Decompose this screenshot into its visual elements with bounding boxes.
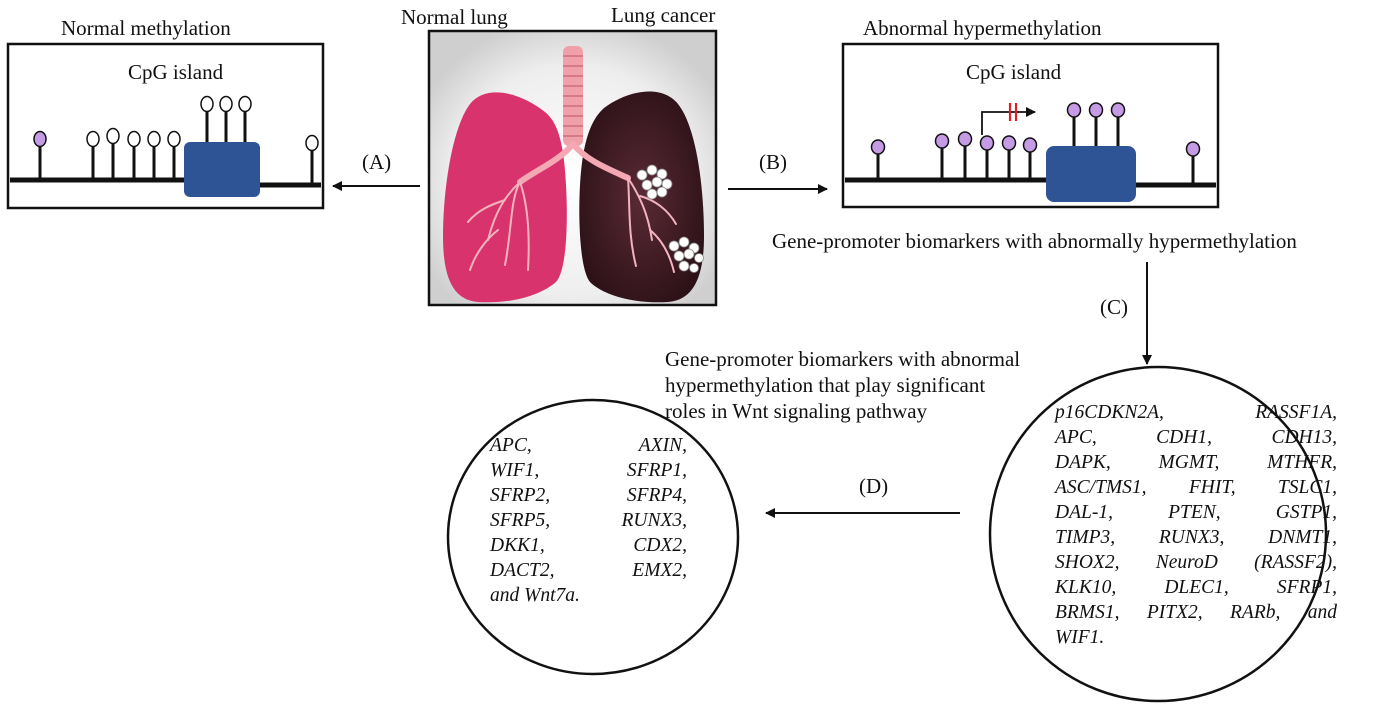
normal-gene-box — [184, 142, 260, 197]
gene-list-row: BRMS1, PITX2, RARb, and — [1055, 602, 1337, 623]
gene-list-row: SHOX2, NeuroD (RASSF2), — [1055, 552, 1337, 573]
wnt-caption-line: Gene-promoter biomarkers with abnormal — [665, 347, 1021, 371]
abnormal-gene-box — [1046, 146, 1136, 202]
unmethylated-site — [86, 130, 100, 148]
normal-cpg-sites — [38, 112, 314, 185]
abnormal-cpg-sites — [876, 117, 1195, 185]
methylated-site — [1001, 135, 1017, 151]
gene-list-row: WIF1, SFRP1, — [490, 460, 687, 481]
methylated-site — [1185, 141, 1201, 157]
gene-list-row: SFRP2, SFRP4, — [490, 485, 687, 506]
unmethylated-site — [167, 130, 181, 148]
gene-list-row: ASC/TMS1, FHIT, TSLC1, — [1055, 477, 1337, 498]
abnormal-panel-frame — [841, 42, 1220, 209]
gene-list-row: KLK10, DLEC1, SFRP1, — [1055, 577, 1337, 598]
bronchi-icon — [517, 141, 631, 185]
wnt-caption-line: hypermethylation that play significant — [665, 373, 986, 397]
wnt-caption-line: roles in Wnt signaling pathway — [665, 399, 928, 423]
gene-list-row: and Wnt7a. — [490, 585, 580, 606]
gene-list-row: APC, AXIN, — [490, 435, 687, 456]
unmethylated-site — [106, 127, 120, 145]
methylated-site — [1022, 137, 1038, 153]
left-gene-list: APC, AXIN, WIF1, SFRP1, SFRP2, SFRP4, SF… — [490, 433, 687, 608]
gene-list-row: DAPK, MGMT, MTHFR, — [1055, 452, 1337, 473]
abnormal-lollipops — [870, 102, 1201, 157]
abnormal-cpg-island-label: CpG island — [966, 60, 1062, 84]
hypermethylation-caption: Gene-promoter biomarkers with abnormally… — [772, 229, 1297, 253]
gene-list-row: WIF1. — [1055, 627, 1105, 648]
methylated-site — [979, 135, 995, 151]
blocked-transcription-arrow — [981, 103, 1036, 135]
trachea-icon — [563, 46, 583, 146]
unmethylated-site — [238, 95, 252, 113]
unmethylated-site — [219, 95, 233, 113]
gene-list-row: APC, CDH1, CDH13, — [1055, 427, 1337, 448]
arrow-a-label: (A) — [362, 150, 392, 174]
abnormal-panel-title: Abnormal hypermethylation — [863, 16, 1102, 40]
arrow-d-label: (D) — [859, 474, 889, 498]
arrow-c-label: (C) — [1100, 295, 1128, 319]
methylated-site — [1110, 102, 1126, 118]
normal-cpg-island-label: CpG island — [128, 60, 224, 84]
right-gene-list: p16CDKN2A, RASSF1A, APC, CDH1, CDH13, DA… — [1055, 400, 1337, 650]
methylated-site — [1066, 102, 1082, 118]
normal-lung-label: Normal lung — [401, 5, 508, 29]
wnt-caption: Gene-promoter biomarkers with abnormal h… — [665, 346, 1020, 424]
lung-cancer-label: Lung cancer — [611, 3, 716, 27]
abnormal-methylation-panel — [841, 42, 1220, 209]
tumor-clusters — [636, 164, 704, 273]
unmethylated-site — [200, 95, 214, 113]
arrow-b-label: (B) — [759, 150, 787, 174]
gene-list-row: DKK1, CDX2, — [490, 535, 687, 556]
gene-list-row: DACT2, EMX2, — [490, 560, 687, 581]
left-gene-ellipse — [446, 398, 740, 676]
methylated-site — [870, 139, 886, 155]
unmethylated-site — [305, 134, 319, 152]
right-gene-ellipse — [988, 365, 1328, 703]
methylated-site — [1088, 102, 1104, 118]
gene-list-row: p16CDKN2A, RASSF1A, — [1055, 402, 1337, 423]
lung-image-panel — [427, 29, 718, 307]
unmethylated-site — [127, 130, 141, 148]
unmethylated-site — [147, 130, 161, 148]
gene-list-row: SFRP5, RUNX3, — [490, 510, 687, 531]
normal-panel-title: Normal methylation — [61, 16, 231, 40]
bronchiole-branches — [467, 177, 677, 273]
normal-lung-icon — [443, 92, 567, 303]
methylated-site — [957, 131, 973, 147]
gene-list-row: TIMP3, RUNX3, DNMT1, — [1055, 527, 1337, 548]
methylated-site — [934, 133, 950, 149]
normal-methylation-panel — [6, 42, 325, 210]
normal-panel-frame — [6, 42, 325, 210]
methylated-site — [33, 130, 47, 148]
normal-lollipops — [33, 95, 319, 152]
gene-list-row: DAL-1, PTEN, GSTP1, — [1055, 502, 1337, 523]
